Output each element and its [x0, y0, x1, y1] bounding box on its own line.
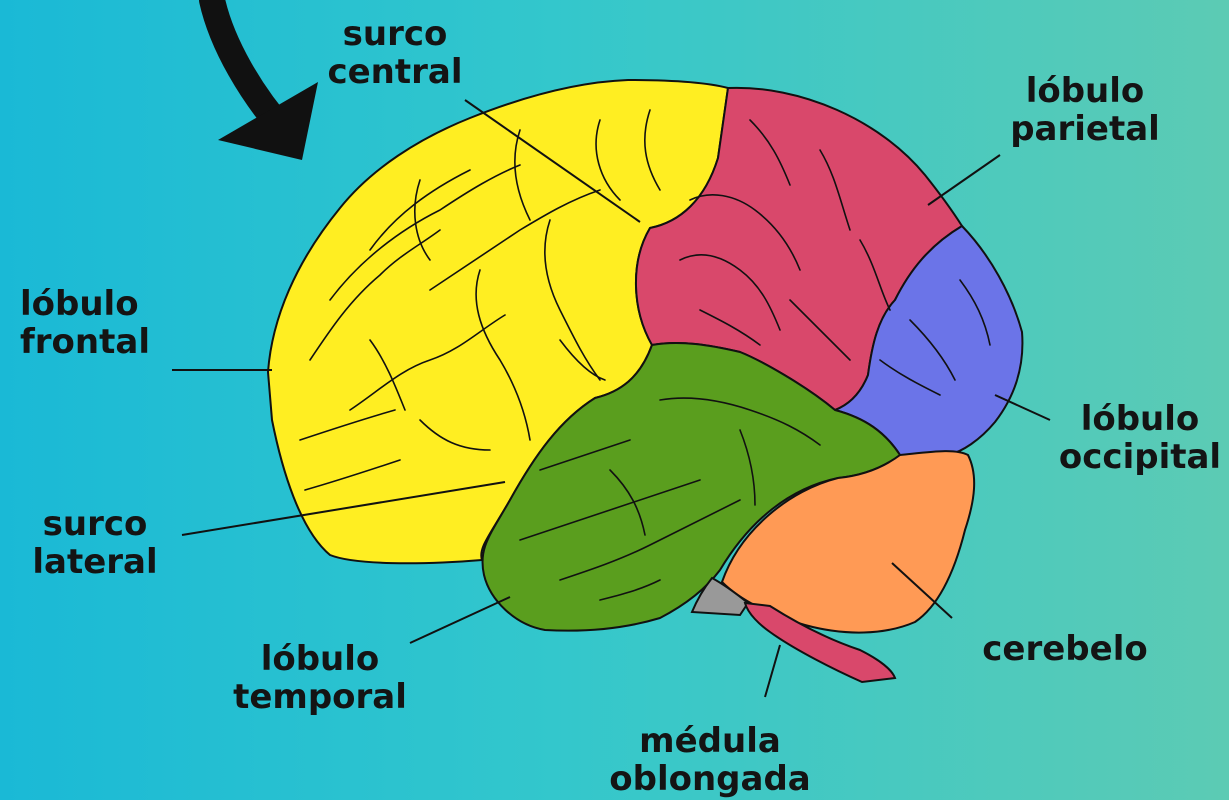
label-central-sulcus: surco central: [320, 15, 470, 91]
leader-medulla: [765, 645, 780, 697]
label-cerebellum: cerebelo: [965, 630, 1165, 668]
pointer-arrow-icon: [212, 0, 318, 160]
label-lateral-sulcus: surco lateral: [20, 505, 170, 581]
label-frontal-lobe: lóbulo frontal: [20, 285, 180, 361]
label-occipital-lobe: lóbulo occipital: [1055, 400, 1225, 476]
leader-parietal: [928, 155, 1000, 205]
label-parietal-lobe: lóbulo parietal: [995, 72, 1175, 148]
label-temporal-lobe: lóbulo temporal: [220, 640, 420, 716]
label-medulla-oblongata: médula oblongada: [600, 722, 820, 798]
leader-temporal: [410, 597, 510, 643]
